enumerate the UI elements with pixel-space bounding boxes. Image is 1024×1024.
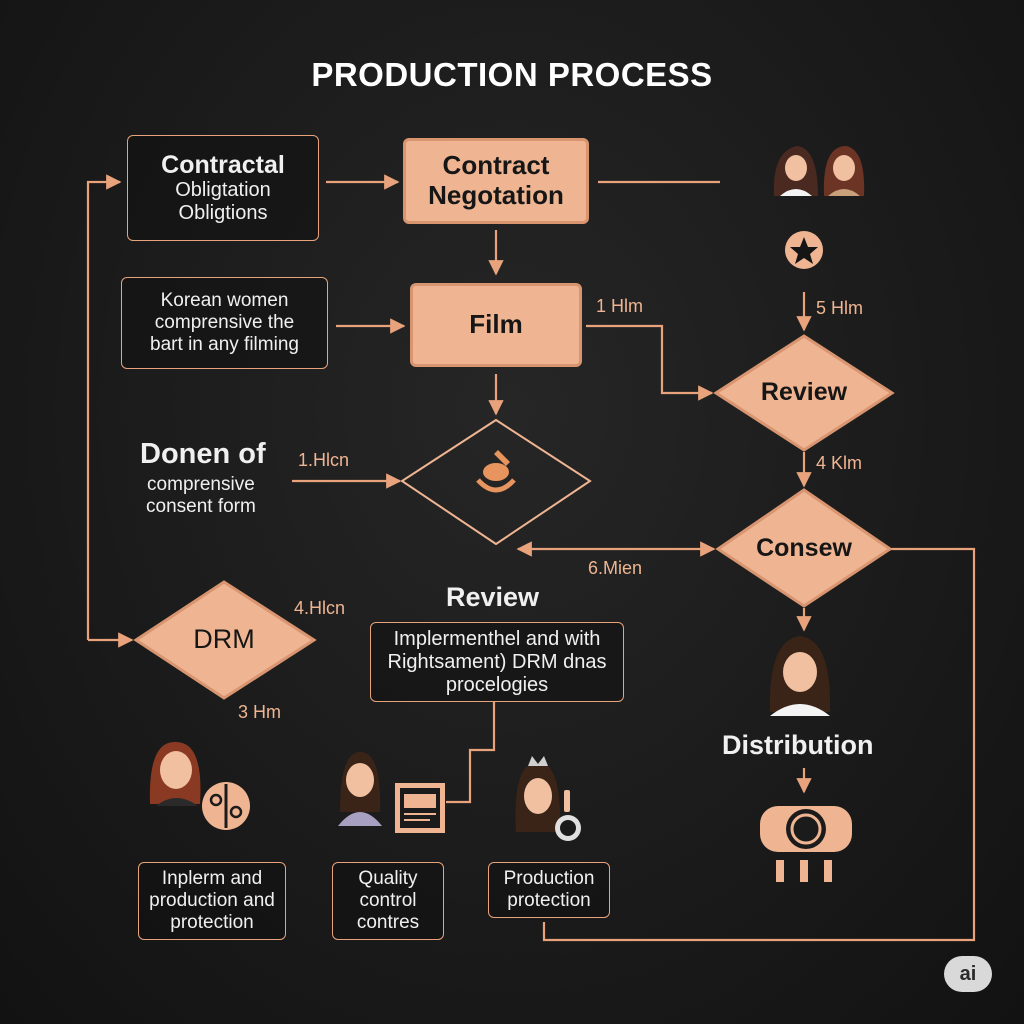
connector-implement-to-certificate xyxy=(446,702,496,804)
negotiation-line-1: Contract xyxy=(442,150,550,181)
badge-icon xyxy=(555,815,581,841)
gears-circle-icon xyxy=(202,782,250,830)
ai-badge: ai xyxy=(944,956,992,992)
two-women-avatars-icon xyxy=(773,146,865,196)
korean-line-1: Korean women xyxy=(160,290,289,312)
certificate-icon xyxy=(395,783,445,833)
bottom-box-1-line-3: protection xyxy=(170,911,254,933)
bottom-box-3-line-2: protection xyxy=(507,890,591,911)
donen-sub-line-1: comprensive xyxy=(147,474,255,495)
review-heading: Review xyxy=(446,582,540,612)
connector-consew-loop xyxy=(542,547,976,942)
hand-diamond xyxy=(400,418,592,546)
review-diamond xyxy=(713,334,895,452)
production-protection-box: Production protection xyxy=(488,862,610,918)
redhead-woman-avatar-icon xyxy=(149,741,201,806)
implement-production-box: Inplerm and production and protection xyxy=(138,862,286,940)
distribution-label: Distribution xyxy=(722,730,874,760)
implement-line-2: Rightsament) DRM dnas xyxy=(387,650,607,673)
bottom-box-3-line-1: Production xyxy=(503,868,595,890)
bottom-box-2-line-2: control xyxy=(359,890,417,912)
film-box: Film xyxy=(410,283,582,367)
edge-label-film-review: 1 Hlm xyxy=(596,296,644,316)
woman-avatar-bottom-icon xyxy=(338,752,382,826)
connector-film-to-review xyxy=(586,324,714,401)
edge-label-review-consew: 4 Klm xyxy=(816,453,863,473)
bottom-box-1-line-2: production and xyxy=(149,890,275,912)
drm-diamond-label: DRM xyxy=(193,624,255,654)
consew-diamond xyxy=(715,488,893,608)
consew-diamond-label: Consew xyxy=(756,534,852,562)
korean-line-2: comprensive the xyxy=(154,312,295,334)
quality-control-box: Quality control contres xyxy=(332,862,444,940)
korean-line-3: bart in any filming xyxy=(150,333,299,355)
bottom-box-1-line-1: Inplerm and xyxy=(161,868,263,890)
review-diamond-label: Review xyxy=(760,378,848,406)
contract-negotiation-box: Contract Negotation xyxy=(403,138,589,224)
obligation-line-3: Obligtions xyxy=(178,202,268,225)
camera-reel-icon xyxy=(760,806,852,882)
hand-icon xyxy=(476,450,516,493)
edge-label-star-review: 5 Hlm xyxy=(816,298,864,318)
star-icon xyxy=(785,231,823,269)
woman-avatar-icon xyxy=(769,636,831,716)
implement-line-1: Implermenthel and with xyxy=(393,627,601,650)
edge-label-consew-diamond: 6.Mien xyxy=(588,558,643,578)
donen-title: Donen of xyxy=(140,438,266,470)
donen-sub-line-2: consent form xyxy=(146,495,256,517)
crowned-woman-icon xyxy=(515,756,570,832)
obligation-line-2: Obligtation xyxy=(175,179,271,202)
bottom-box-2-line-3: contres xyxy=(356,911,420,933)
film-label: Film xyxy=(469,309,523,340)
edge-label-drm-top: 4.Hlcn xyxy=(294,598,346,618)
edge-label-donen-diamond: 1.Hlcn xyxy=(298,450,350,470)
drm-diamond xyxy=(133,580,317,700)
korean-women-box: Korean women comprensive the bart in any… xyxy=(121,277,328,369)
obligation-line-1: Contractal xyxy=(161,150,285,179)
contractual-obligation-box: Contractal Obligtation Obligtions xyxy=(127,135,319,241)
page-title: PRODUCTION PROCESS xyxy=(311,56,713,93)
donen-subtitle: comprensive consent form xyxy=(146,474,256,518)
edge-label-drm-bottom: 3 Hm xyxy=(238,702,282,722)
implement-drm-box: Implermenthel and with Rightsament) DRM … xyxy=(370,622,624,702)
negotiation-line-2: Negotation xyxy=(428,180,564,210)
bottom-box-2-line-1: Quality xyxy=(358,868,418,890)
implement-line-3: procelogies xyxy=(445,673,549,696)
connector-left-loop-up xyxy=(86,174,122,640)
